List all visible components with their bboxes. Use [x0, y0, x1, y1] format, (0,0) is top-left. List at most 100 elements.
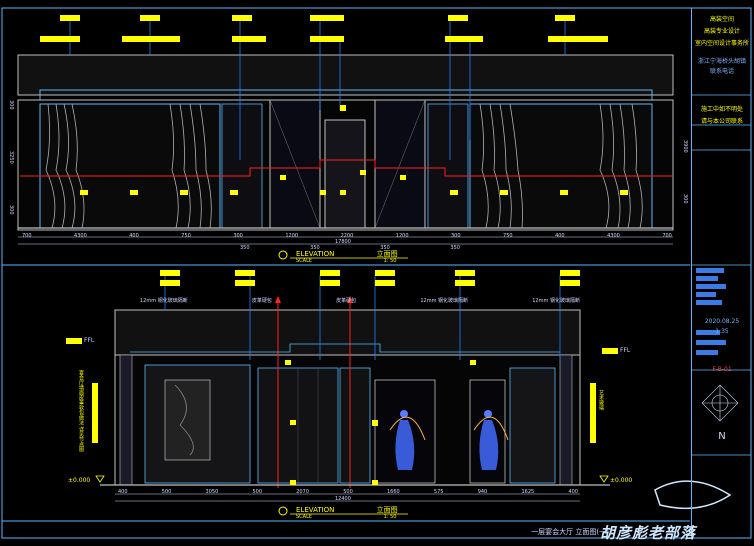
elevation-a-dims: 700 4300 400 750 300 1200 2200 1200 300 … [22, 233, 672, 239]
north-arrow-icon [701, 384, 739, 422]
elevation-a [17, 15, 674, 260]
note-b-1: 皮革硬包 [251, 298, 272, 304]
elevation-b [66, 270, 618, 516]
height-a-r1: 300 [682, 194, 688, 204]
dim-a-10: 400 [555, 233, 565, 239]
note-b-2: 皮革硬包 [336, 298, 357, 304]
height-a-r0: 3900 [682, 140, 688, 153]
dim-a2-1: 350 [310, 245, 320, 251]
carved-screen-pattern [174, 384, 194, 456]
elevation-a-dim-total: 17800 [335, 239, 351, 245]
note-b-3: 12mm 钢化玻璃隔断 [420, 298, 469, 304]
company-name-3: 室内空间设计事务所 [695, 40, 750, 47]
figure-motif-2 [473, 410, 509, 470]
dim-b-5: 500 [343, 489, 353, 495]
drawing-date: 2020.08.25 [704, 318, 740, 325]
dim-a-7: 1200 [395, 233, 409, 239]
elevation-a-caption: ELEVATION 立面图 [296, 249, 398, 259]
curtain-left [45, 103, 212, 229]
pillar-right-b [559, 354, 573, 486]
panel-soft-narrow [339, 367, 371, 484]
elevation-a-scale: SCALE 1: 50 [296, 258, 396, 264]
dim-a-6: 2200 [340, 233, 354, 239]
ffl-left-label: FFL [84, 337, 95, 344]
dim-b-4: 2070 [296, 489, 309, 495]
elevation-a-dims-second: 350 350 350 350 [240, 245, 460, 251]
elevation-b-caption-cn: 立面图 [376, 506, 398, 514]
leaders-b [164, 275, 561, 360]
elevation-a-caption-en: ELEVATION [296, 250, 335, 258]
ceiling-band [17, 54, 674, 96]
tags-b [66, 270, 618, 485]
note-b-0: 12mm 钢化玻璃隔断 [140, 298, 188, 304]
panel-soft-right [509, 367, 556, 484]
curtain-right [479, 103, 643, 229]
elevation-b-dims: 400 500 3050 500 2070 500 1660 575 940 1… [118, 489, 578, 495]
dim-a-4: 300 [233, 233, 243, 239]
dim-b-6: 1660 [386, 489, 400, 495]
dim-b-9: 1625 [521, 489, 535, 495]
dim-a-1: 4300 [74, 233, 87, 239]
chair-rail-a [20, 159, 672, 177]
dim-b-0: 400 [118, 489, 128, 495]
north-label: N [718, 431, 726, 442]
dim-b-10: 400 [568, 489, 578, 495]
elevation-a-scale-label: SCALE [296, 258, 313, 264]
sheet-frame [1, 7, 752, 539]
elevation-a-height-right: 3900 300 [678, 140, 688, 204]
pilaster-right-a [427, 103, 469, 229]
dim-a-3: 750 [181, 233, 191, 239]
dim-a-9: 750 [503, 233, 513, 239]
elevation-a-scale-value: 1: 50 [383, 258, 397, 264]
vertical-note-left: 宴会厅墙面皮革软包做法 详见节点图 [78, 370, 84, 452]
dim-b-7: 575 [433, 489, 444, 495]
drawing-scale: 1:35 [715, 328, 729, 335]
note-b-4: 12mm 钢化玻璃隔断 [532, 298, 580, 304]
company-name-2: 高装专业设计 [703, 28, 740, 35]
section-arrow-2 [347, 296, 353, 303]
figure-motif-1 [389, 410, 426, 470]
title-block-graphics [654, 94, 751, 510]
construction-note-2: 请与本公司联系 [700, 118, 743, 125]
dim-b-3: 500 [252, 489, 263, 495]
construction-note-1: 施工中如不明处 [700, 106, 743, 113]
caption-marker-b [278, 506, 288, 516]
watermark-text: 胡彦彪老部落 [600, 524, 697, 542]
title-block: 高装空间 高装专业设计 室内空间设计事务所 浙江宁海桥头胡镇 联系电话 施工中如… [691, 8, 752, 538]
dim-a-12: 700 [662, 233, 672, 239]
dim-a-5: 1200 [285, 233, 299, 239]
dim-a-0: 700 [22, 233, 32, 239]
carved-screen [164, 379, 211, 461]
elevation-a-caption-cn: 立面图 [376, 250, 398, 258]
pilaster-left-a [221, 103, 263, 229]
dim-a2-2: 350 [380, 245, 390, 251]
window-right [469, 103, 653, 229]
dim-a-11: 4300 [607, 233, 620, 239]
company-address: 浙江宁海桥头胡镇 [697, 58, 746, 65]
elevation-b-scale-value: 1: 50 [383, 514, 397, 520]
elevation-b-notes: 12mm 钢化玻璃隔断 皮革硬包 皮革硬包 12mm 钢化玻璃隔断 12mm 钢… [140, 298, 580, 304]
sheet-title: 一层宴会大厅 立面图(一) [531, 528, 609, 536]
height-a-l1: 3250 [8, 151, 14, 164]
level-right-label: ±0.000 [610, 477, 633, 484]
dim-b-8: 940 [477, 489, 488, 495]
dim-a2-0: 350 [240, 245, 250, 251]
dim-b-2: 3050 [205, 489, 219, 495]
company-name-1: 高装空间 [709, 16, 734, 23]
pillar-left-b [119, 354, 133, 486]
drawing-number: F-B-01 [712, 366, 732, 373]
elevation-b-caption-en: ELEVATION [296, 506, 335, 514]
caption-marker-a [278, 250, 288, 260]
section-arrow-1 [275, 296, 281, 303]
height-a-l0: 300 [8, 100, 14, 110]
dim-a-2: 400 [129, 233, 139, 239]
leaders-a [69, 20, 566, 160]
level-marker-right [599, 475, 609, 483]
level-left-label: ±0.000 [68, 477, 91, 484]
dim-a2-3: 350 [450, 245, 460, 251]
tags-a [40, 15, 628, 195]
ffl-right-label: FFL [620, 347, 631, 354]
ceiling-band-b [114, 309, 581, 356]
watermark-fish-icon [654, 480, 732, 510]
